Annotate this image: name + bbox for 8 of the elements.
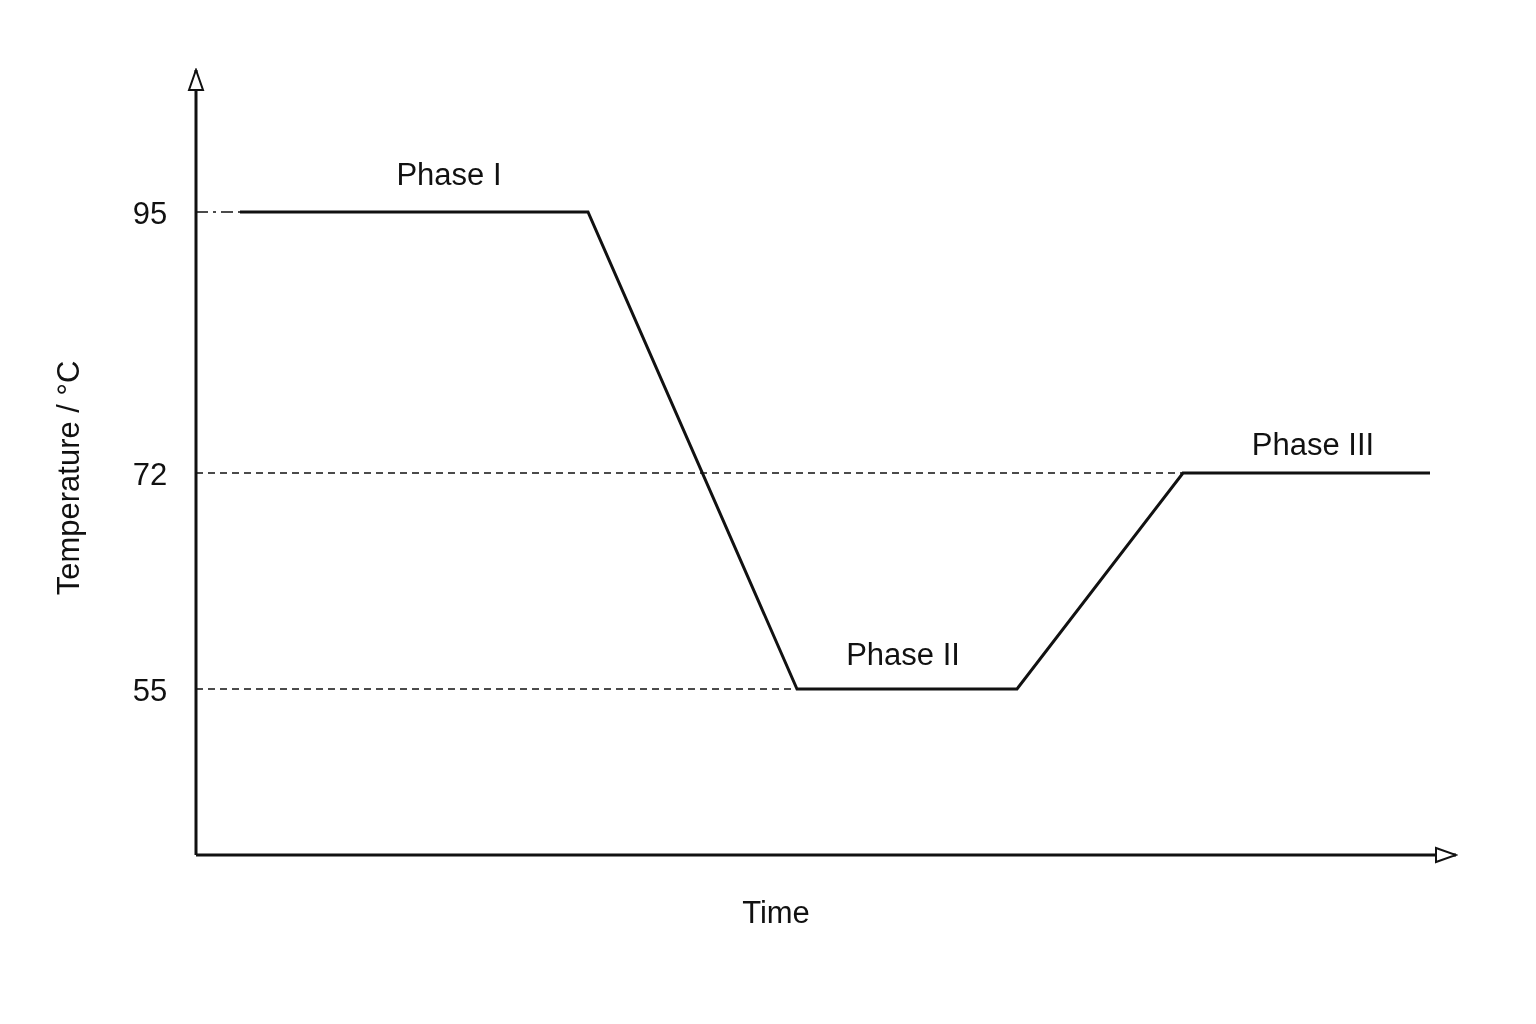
- axis-tick-label: 72: [132, 458, 168, 490]
- phase-label: Phase II: [846, 638, 960, 670]
- phase-label: Phase I: [396, 158, 502, 190]
- phase-label: Phase III: [1251, 428, 1375, 460]
- axis-tick-label: 55: [132, 674, 168, 706]
- axis-tick-label: 95: [132, 197, 168, 229]
- axis-title: Time: [742, 896, 810, 928]
- axis-title: Temperature / °C: [52, 360, 84, 596]
